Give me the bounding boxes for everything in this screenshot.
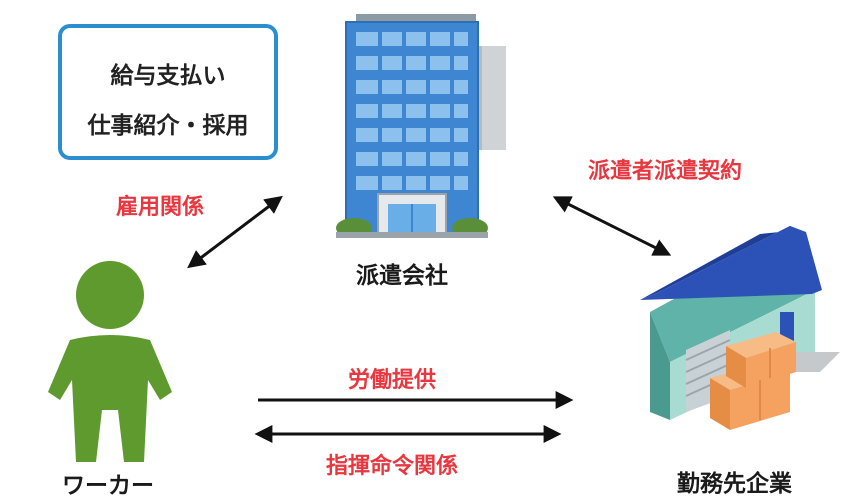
dispatch-contract-arrow [552, 196, 672, 256]
client-label: 勤務先企業 [677, 471, 792, 497]
labor-label: 労働提供 [348, 368, 437, 393]
worker-label: ワーカー [62, 473, 154, 499]
employment-label: 雇用関係 [116, 195, 205, 220]
worker-person-icon [48, 261, 172, 462]
info-line-salary: 給与支払い [110, 63, 226, 89]
cardboard-boxes-icon [710, 332, 796, 430]
command-label: 指揮命令関係 [326, 454, 459, 479]
info-line-recruit: 仕事紹介・採用 [87, 113, 249, 139]
agency-label: 派遣会社 [356, 263, 448, 289]
office-building-icon [336, 14, 506, 238]
employment-arrow [187, 195, 283, 269]
info-box: 給与支払い 仕事紹介・採用 [58, 24, 278, 160]
warehouse-icon [640, 226, 840, 420]
dispatch-contract-label: 派遣者派遣契約 [588, 159, 743, 184]
